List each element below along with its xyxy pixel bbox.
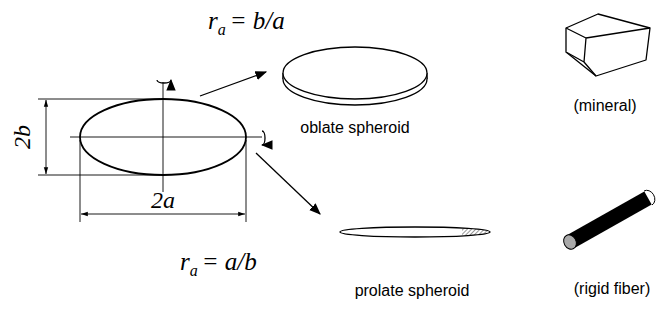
dimension-lines [38, 99, 246, 222]
example-name: (rigid fiber) [574, 281, 650, 297]
rigid-fiber [561, 190, 655, 251]
prolate-spheroid [340, 226, 492, 238]
ratio-formula: = a/b [202, 249, 257, 274]
shape-name: prolate spheroid [355, 283, 470, 299]
ratio-symbol: r [180, 249, 190, 274]
mineral-shape [566, 14, 650, 76]
example-name: (mineral) [573, 98, 636, 114]
ratio-subscript: a [190, 263, 198, 279]
oblate-spheroid [283, 47, 427, 105]
ratio-formula: = b/a [230, 8, 285, 33]
shape-name: oblate spheroid [300, 120, 409, 136]
ratio-subscript: a [218, 22, 226, 38]
dimension-label: 2b [10, 125, 34, 149]
dimension-label: 2a [151, 188, 175, 212]
ratio-symbol: r [208, 8, 218, 33]
